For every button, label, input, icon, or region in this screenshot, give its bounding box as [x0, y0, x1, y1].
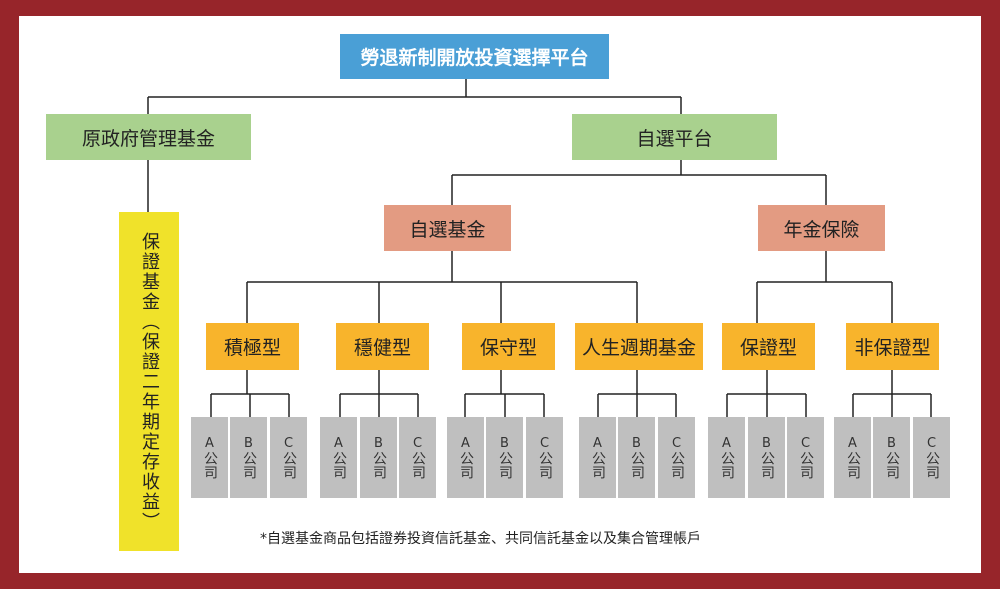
company-letter: B: [500, 436, 509, 451]
company-letter: A: [722, 436, 731, 451]
company-letter: B: [887, 436, 896, 451]
company-letter: B: [374, 436, 383, 451]
company-box: A 公司: [834, 417, 871, 498]
company-label: 公司: [241, 451, 257, 479]
company-label: 公司: [798, 451, 814, 479]
company-letter: C: [412, 436, 423, 451]
company-label: 公司: [884, 451, 900, 479]
company-box: C 公司: [270, 417, 307, 498]
node-self-select-fund: 自選基金: [384, 205, 511, 251]
company-box: C 公司: [658, 417, 695, 498]
node-aggressive: 積極型: [206, 323, 299, 370]
company-letter: C: [539, 436, 550, 451]
company-letter: B: [762, 436, 771, 451]
company-letter: A: [334, 436, 343, 451]
node-lifecycle-fund: 人生週期基金: [575, 323, 703, 370]
company-letter: C: [283, 436, 294, 451]
company-box: A 公司: [320, 417, 357, 498]
diagram-canvas: 勞退新制開放投資選擇平台 原政府管理基金 自選平台 保證基金（保證二年期定存收益…: [19, 16, 981, 573]
company-letter: C: [800, 436, 811, 451]
company-label: 公司: [719, 451, 735, 479]
company-letter: A: [205, 436, 214, 451]
node-non-guaranteed: 非保證型: [846, 323, 939, 370]
company-letter: A: [461, 436, 470, 451]
node-government-fund: 原政府管理基金: [46, 114, 251, 160]
company-letter: A: [593, 436, 602, 451]
company-label: 公司: [281, 451, 297, 479]
company-label: 公司: [458, 451, 474, 479]
company-label: 公司: [590, 451, 606, 479]
company-letter: B: [632, 436, 641, 451]
company-box: B 公司: [230, 417, 267, 498]
company-box: C 公司: [913, 417, 950, 498]
company-box: A 公司: [447, 417, 484, 498]
company-letter: C: [671, 436, 682, 451]
company-box: A 公司: [708, 417, 745, 498]
company-letter: C: [926, 436, 937, 451]
company-label: 公司: [537, 451, 553, 479]
company-box: C 公司: [526, 417, 563, 498]
company-label: 公司: [669, 451, 685, 479]
company-box: A 公司: [579, 417, 616, 498]
company-box: B 公司: [486, 417, 523, 498]
connector-lines: [147, 79, 932, 417]
company-label: 公司: [924, 451, 940, 479]
company-box: B 公司: [748, 417, 785, 498]
company-label: 公司: [845, 451, 861, 479]
diagram-title: 勞退新制開放投資選擇平台: [340, 34, 609, 79]
company-label: 公司: [202, 451, 218, 479]
company-box: B 公司: [360, 417, 397, 498]
node-annuity-insurance: 年金保險: [758, 205, 885, 251]
company-letter: B: [244, 436, 253, 451]
company-box: A 公司: [191, 417, 228, 498]
company-label: 公司: [759, 451, 775, 479]
company-box: C 公司: [399, 417, 436, 498]
company-label: 公司: [410, 451, 426, 479]
footnote: *自選基金商品包括證券投資信託基金、共同信託基金以及集合管理帳戶: [260, 531, 701, 547]
company-label: 公司: [371, 451, 387, 479]
company-box: B 公司: [618, 417, 655, 498]
company-label: 公司: [629, 451, 645, 479]
company-label: 公司: [331, 451, 347, 479]
company-box: C 公司: [787, 417, 824, 498]
company-box: B 公司: [873, 417, 910, 498]
node-self-select-platform: 自選平台: [572, 114, 777, 160]
node-conservative: 保守型: [462, 323, 555, 370]
node-guaranteed: 保證型: [722, 323, 815, 370]
company-label: 公司: [497, 451, 513, 479]
node-guarantee-fund: 保證基金（保證二年期定存收益）: [119, 212, 179, 551]
node-balanced: 穩健型: [336, 323, 429, 370]
company-letter: A: [848, 436, 857, 451]
